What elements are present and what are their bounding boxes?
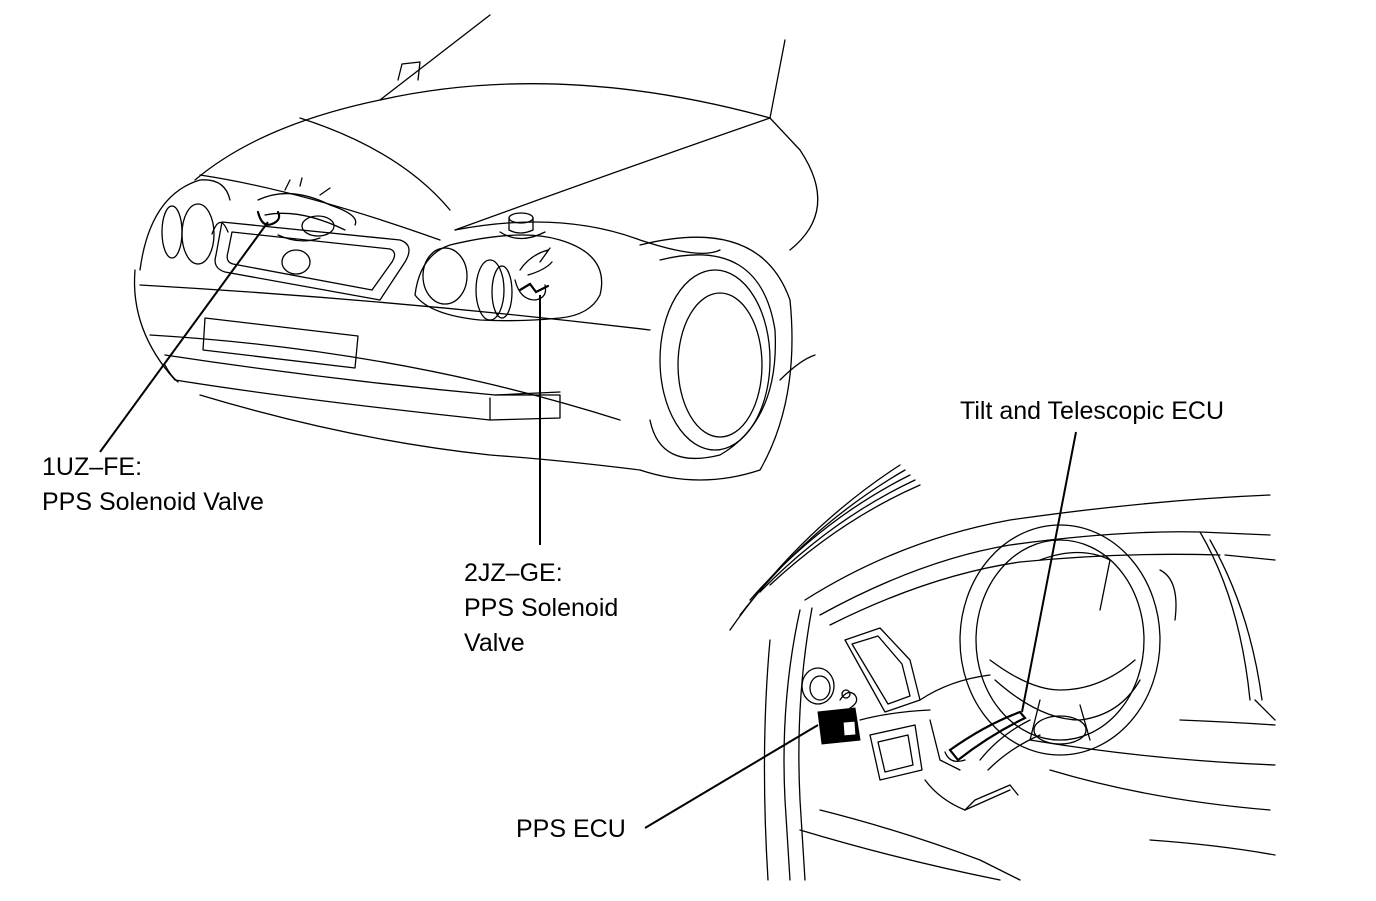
callout-jz-ge-solenoid: 2JZ–GE: PPS Solenoid Valve	[464, 556, 618, 661]
callout-jz-ge-engine: 2JZ–GE:	[464, 559, 563, 587]
car-front-illustration	[133, 14, 819, 481]
callout-tilt-ecu-text: Tilt and Telescopic ECU	[960, 397, 1225, 425]
callout-uz-fe-solenoid: 1UZ–FE: PPS Solenoid Valve	[42, 450, 264, 520]
leader-line-pps-ecu	[644, 724, 819, 829]
callout-uz-fe-part: PPS Solenoid Valve	[42, 488, 264, 516]
callout-jz-ge-part: PPS Solenoid	[464, 594, 619, 622]
callout-jz-ge-part-cont: Valve	[464, 629, 525, 657]
callout-pps-ecu: PPS ECU	[516, 812, 626, 847]
callout-pps-ecu-text: PPS ECU	[516, 815, 626, 843]
callout-uz-fe-engine: 1UZ–FE:	[42, 453, 143, 481]
dashboard-illustration	[729, 464, 1276, 881]
leader-line-uz-fe	[99, 221, 269, 453]
leader-line-tilt-ecu	[1021, 431, 1077, 713]
callout-tilt-telescopic-ecu: Tilt and Telescopic ECU	[960, 394, 1224, 429]
